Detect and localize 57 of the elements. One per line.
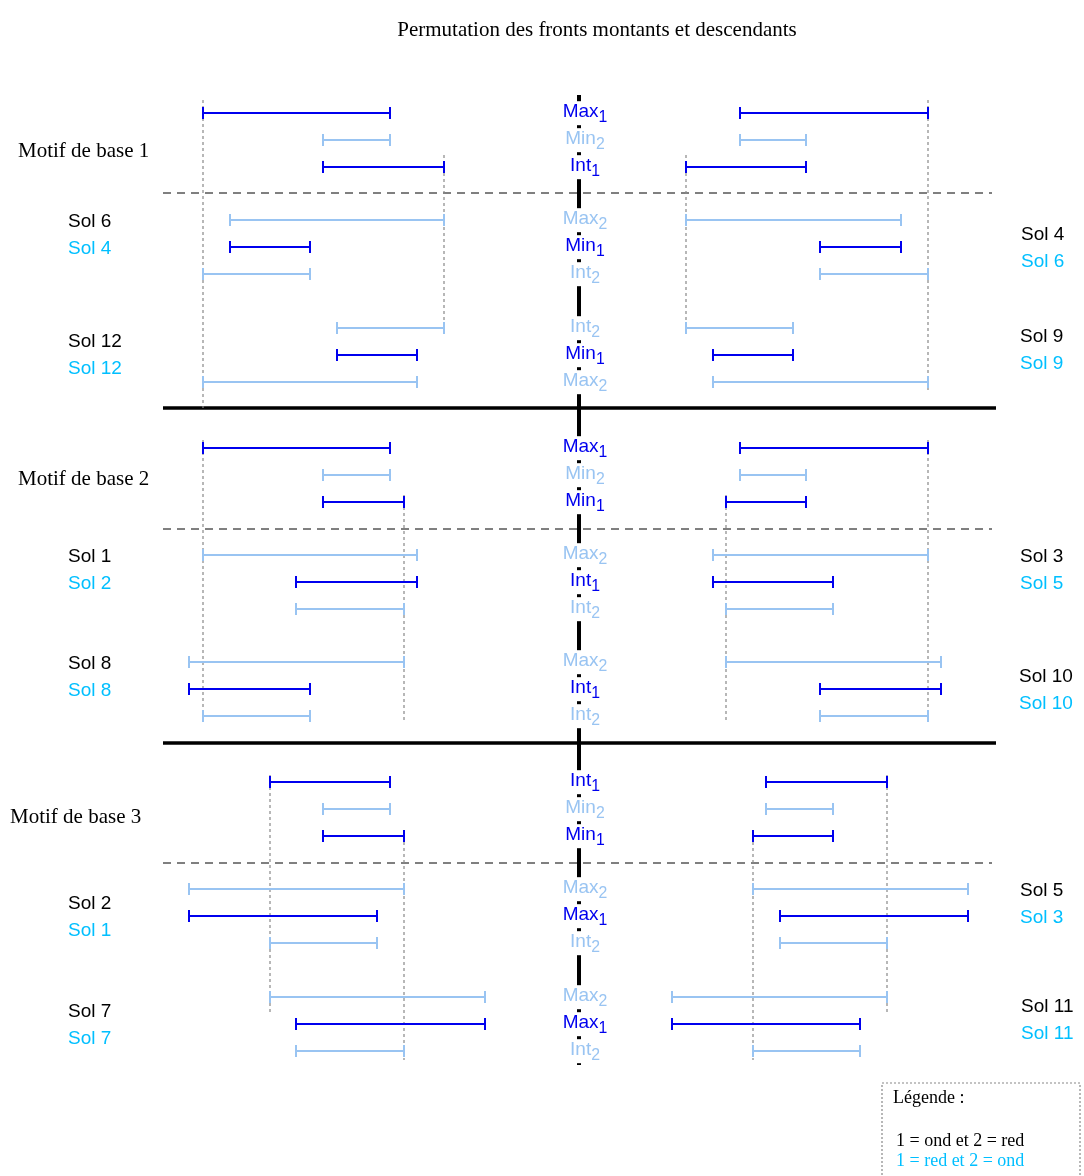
signal-label: Int$_{2}$ — [569, 262, 601, 286]
solution-label: Sol 1 — [68, 545, 112, 565]
solution-label: Sol 3 — [1020, 545, 1064, 565]
signal-label: Max$_{2}$ — [561, 650, 609, 674]
signal-label: Min$_{2}$ — [564, 128, 606, 152]
solution-label: Sol 11 — [1021, 995, 1074, 1015]
signal-label: Max$_{2}$ — [561, 877, 609, 901]
signal-label: Min$_{2}$ — [564, 463, 606, 487]
solution-label: Sol 9 — [1020, 352, 1064, 372]
solution-label: Sol 12 — [68, 330, 122, 350]
signal-label: Max$_{1}$ — [561, 436, 609, 460]
signal-label: Max$_{1}$ — [561, 1012, 609, 1036]
solution-label: Sol 3 — [1020, 906, 1064, 926]
signal-label: Min$_{1}$ — [564, 824, 606, 848]
signal-label: Int$_{2}$ — [569, 597, 601, 621]
solution-label: Sol 10 — [1019, 665, 1073, 685]
signal-label: Min$_{1}$ — [564, 343, 606, 367]
solution-label: Sol 12 — [68, 357, 122, 377]
solution-label: Sol 4 — [1021, 223, 1065, 243]
signal-label: Min$_{2}$ — [564, 797, 606, 821]
signal-label: Int$_{2}$ — [569, 1039, 601, 1063]
solution-label: Sol 8 — [68, 679, 112, 699]
solution-label: Sol 6 — [68, 210, 112, 230]
signal-label: Int$_{1}$ — [569, 770, 601, 794]
solution-label: Sol 10 — [1019, 692, 1073, 712]
solution-label: Sol 6 — [1021, 250, 1065, 270]
signal-label: Min$_{1}$ — [564, 235, 606, 259]
solution-label: Sol 7 — [68, 1027, 112, 1047]
solution-label: Sol 4 — [68, 237, 112, 257]
signal-label: Int$_{1}$ — [569, 155, 601, 179]
signal-label: Int$_{1}$ — [569, 570, 601, 594]
solution-label: Sol 7 — [68, 1000, 112, 1020]
signal-label: Int$_{1}$ — [569, 677, 601, 701]
solution-label: Sol 2 — [68, 572, 112, 592]
solution-label: Sol 8 — [68, 652, 112, 672]
pattern-heading: Motif de base 1 — [18, 139, 150, 161]
legend-entry: 1 = ond et 2 = red — [896, 1131, 1025, 1149]
signal-label: Int$_{2}$ — [569, 704, 601, 728]
solution-label: Sol 1 — [68, 919, 112, 939]
solution-label: Sol 9 — [1020, 325, 1064, 345]
signal-label: Max$_{2}$ — [561, 370, 609, 394]
pattern-heading: Motif de base 3 — [10, 805, 142, 827]
solution-label: Sol 5 — [1020, 879, 1064, 899]
pattern-heading: Motif de base 2 — [18, 467, 150, 489]
signal-label: Max$_{2}$ — [561, 985, 609, 1009]
signal-label: Int$_{2}$ — [569, 316, 601, 340]
signal-label: Max$_{2}$ — [561, 208, 609, 232]
solution-label: Sol 2 — [68, 892, 112, 912]
legend-title: Légende : — [893, 1088, 965, 1106]
signal-label: Max$_{2}$ — [561, 543, 609, 567]
solution-label: Sol 11 — [1021, 1022, 1074, 1042]
legend-entry: 1 = red et 2 = ond — [896, 1151, 1025, 1169]
signal-label: Min$_{1}$ — [564, 490, 606, 514]
solution-label: Sol 5 — [1020, 572, 1064, 592]
signal-label: Max$_{1}$ — [561, 904, 609, 928]
signal-label: Int$_{2}$ — [569, 931, 601, 955]
signal-label: Max$_{1}$ — [561, 101, 609, 125]
